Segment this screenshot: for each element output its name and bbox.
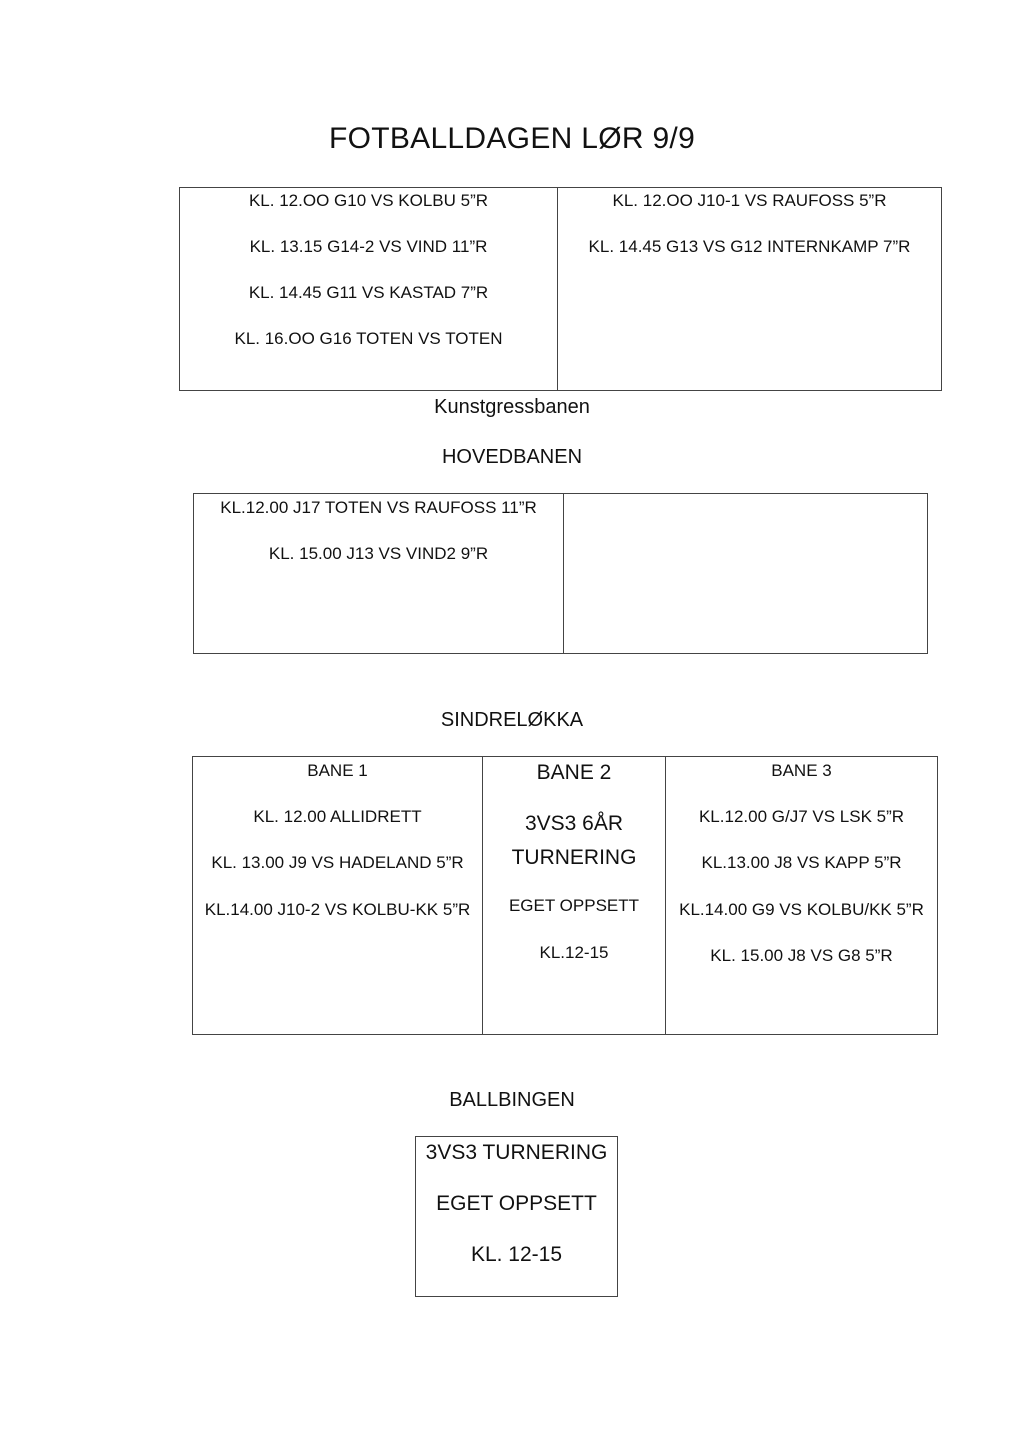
kunstgress-table: KL. 12.OO G10 VS KOLBU 5”R KL. 13.15 G14… [179,187,942,391]
match-line: KL.13.00 J8 VS KAPP 5”R [701,853,902,872]
kunstgress-caption: Kunstgressbanen [434,396,590,418]
bane3-header: BANE 3 [771,761,832,780]
bane2-header: BANE 2 [536,761,612,784]
hovedbanen-heading: HOVEDBANEN [441,446,583,468]
ballbingen-heading: BALLBINGEN [449,1089,575,1111]
match-line: KL. 12.00 ALLIDRETT [253,807,422,826]
match-line: KL. 14.45 G11 VS KASTAD 7”R [248,283,489,302]
bane2-cell: BANE 2 3VS3 6ÅR TURNERING EGET OPPSETT K… [482,757,665,1034]
match-line: KL. 15.00 J13 VS VIND2 9”R [268,544,489,563]
bane2-line: TURNERING [511,846,637,869]
hovedbanen-left-cell: KL.12.00 J17 TOTEN VS RAUFOSS 11”R KL. 1… [194,494,563,653]
hovedbanen-table: KL.12.00 J17 TOTEN VS RAUFOSS 11”R KL. 1… [193,493,928,654]
match-line: KL.12.00 J17 TOTEN VS RAUFOSS 11”R [220,498,537,517]
page-title: FOTBALLDAGEN LØR 9/9 [328,122,696,155]
match-line: KL. 13.00 J9 VS HADELAND 5”R [211,853,464,872]
match-line: KL. 14.45 G13 VS G12 INTERNKAMP 7”R [588,237,911,256]
match-line: KL.14.00 G9 VS KOLBU/KK 5”R [679,900,924,919]
match-line: KL.12.00 G/J7 VS LSK 5”R [698,807,905,826]
bane2-line: KL.12-15 [539,943,609,962]
bane1-cell: BANE 1 KL. 12.00 ALLIDRETT KL. 13.00 J9 … [193,757,482,1034]
ballbingen-line: EGET OPPSETT [436,1192,597,1215]
sindrelokka-heading: SINDRELØKKA [440,709,584,731]
match-line: KL. 13.15 G14-2 VS VIND 11”R [249,237,488,256]
kunstgress-right-cell: KL. 12.OO J10-1 VS RAUFOSS 5”R KL. 14.45… [557,188,941,390]
bane2-line: EGET OPPSETT [508,896,640,915]
ballbingen-table: 3VS3 TURNERING EGET OPPSETT KL. 12-15 [415,1136,618,1297]
ballbingen-cell: 3VS3 TURNERING EGET OPPSETT KL. 12-15 [416,1137,617,1296]
bane2-line: 3VS3 6ÅR [524,812,624,835]
match-line: KL. 12.OO J10-1 VS RAUFOSS 5”R [612,191,887,210]
ballbingen-line: KL. 12-15 [470,1243,563,1266]
bane3-cell: BANE 3 KL.12.00 G/J7 VS LSK 5”R KL.13.00… [665,757,937,1034]
match-line: KL. 15.00 J8 VS G8 5”R [710,946,893,965]
match-line: KL. 12.OO G10 VS KOLBU 5”R [248,191,489,210]
ballbingen-line: 3VS3 TURNERING [425,1141,608,1164]
hovedbanen-right-cell [563,494,927,653]
bane1-header: BANE 1 [307,761,368,780]
match-line: KL. 16.OO G16 TOTEN VS TOTEN [234,329,503,348]
kunstgress-left-cell: KL. 12.OO G10 VS KOLBU 5”R KL. 13.15 G14… [180,188,557,390]
match-line: KL.14.00 J10-2 VS KOLBU-KK 5”R [204,900,471,919]
sindrelokka-table: BANE 1 KL. 12.00 ALLIDRETT KL. 13.00 J9 … [192,756,938,1035]
